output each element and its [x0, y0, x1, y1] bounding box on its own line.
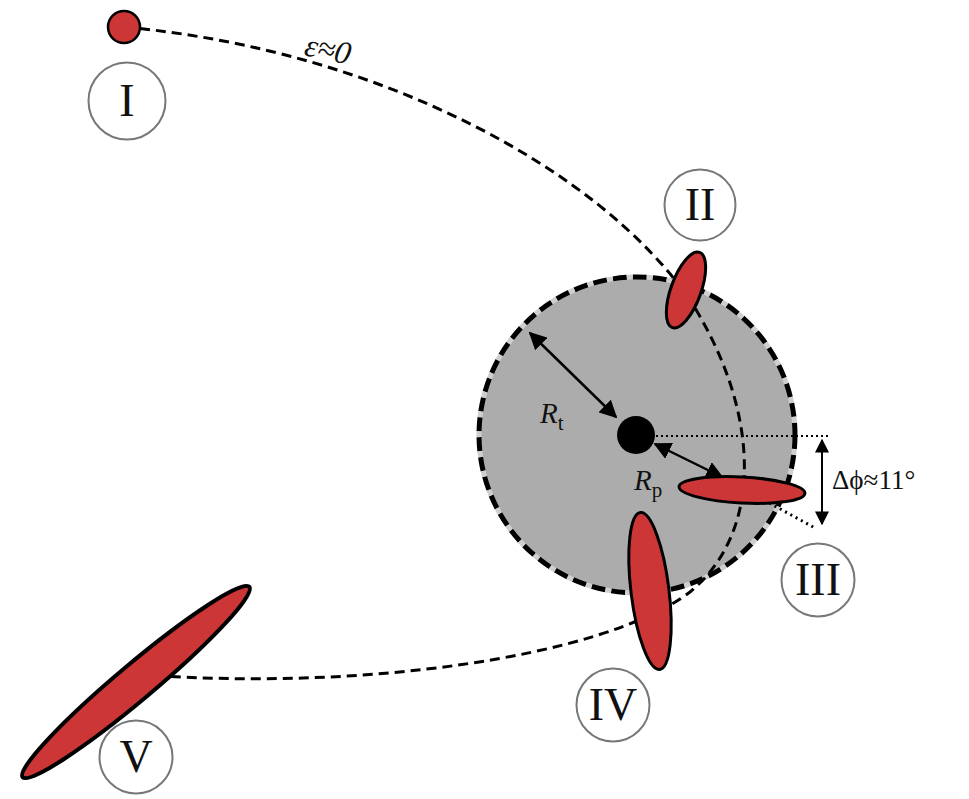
angle-label: Δϕ≈11° — [832, 466, 915, 496]
callout-circle: I — [87, 61, 167, 141]
star — [658, 247, 714, 332]
angle-arrow — [821, 440, 823, 524]
star — [678, 474, 805, 507]
radius-label: Rp — [634, 465, 662, 502]
black-hole — [617, 416, 655, 454]
callout-circle: II — [663, 168, 737, 242]
pericentre-arrow — [655, 444, 722, 477]
dotted-line — [656, 435, 830, 437]
callout-number: III — [795, 557, 841, 603]
callout-number: V — [119, 734, 152, 780]
callout-circle: IV — [575, 667, 651, 743]
star — [622, 510, 679, 671]
callout-number: II — [685, 182, 716, 228]
callout-number: I — [119, 78, 134, 124]
eccentricity-label: ε≈0 — [302, 28, 354, 72]
star — [108, 11, 140, 43]
star — [11, 573, 261, 791]
callout-number: IV — [589, 682, 638, 728]
radius-label: Rt — [540, 398, 564, 435]
callout-circle: III — [780, 542, 856, 618]
callout-circle: V — [98, 719, 174, 795]
orbit — [124, 27, 744, 679]
